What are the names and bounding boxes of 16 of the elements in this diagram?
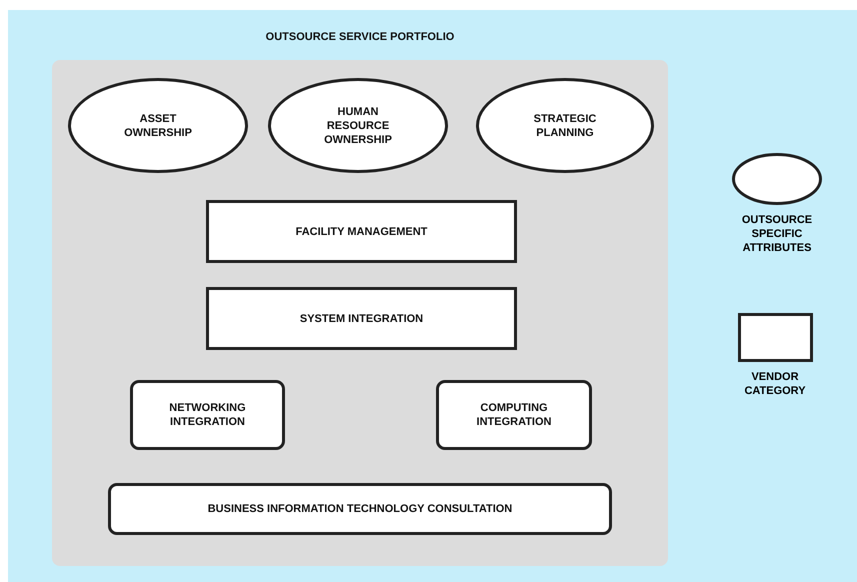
node-label: HUMAN RESOURCE OWNERSHIP — [323, 104, 393, 146]
category-box — [108, 483, 612, 535]
node-label: ASSET OWNERSHIP — [123, 112, 193, 140]
node-label: COMPUTING INTEGRATION — [476, 401, 552, 429]
panel-title: OUTSOURCE SERVICE PORTFOLIO — [264, 30, 456, 44]
node-label: NETWORKING INTEGRATION — [168, 401, 247, 429]
node-label: FACILITY MANAGEMENT — [296, 224, 428, 238]
legend-label: VENDOR CATEGORY — [743, 370, 807, 398]
node-label: BUSINESS INFORMATION TECHNOLOGY CONSULTATION — [208, 502, 512, 516]
category-box — [206, 287, 517, 350]
node-label: SYSTEM INTEGRATION — [300, 312, 424, 326]
node-label: STRATEGIC PLANNING — [532, 112, 598, 140]
category-box — [206, 200, 517, 263]
category-box — [130, 380, 285, 450]
legend-label: OUTSOURCE SPECIFIC ATTRIBUTES — [740, 213, 814, 255]
category-box — [436, 380, 592, 450]
